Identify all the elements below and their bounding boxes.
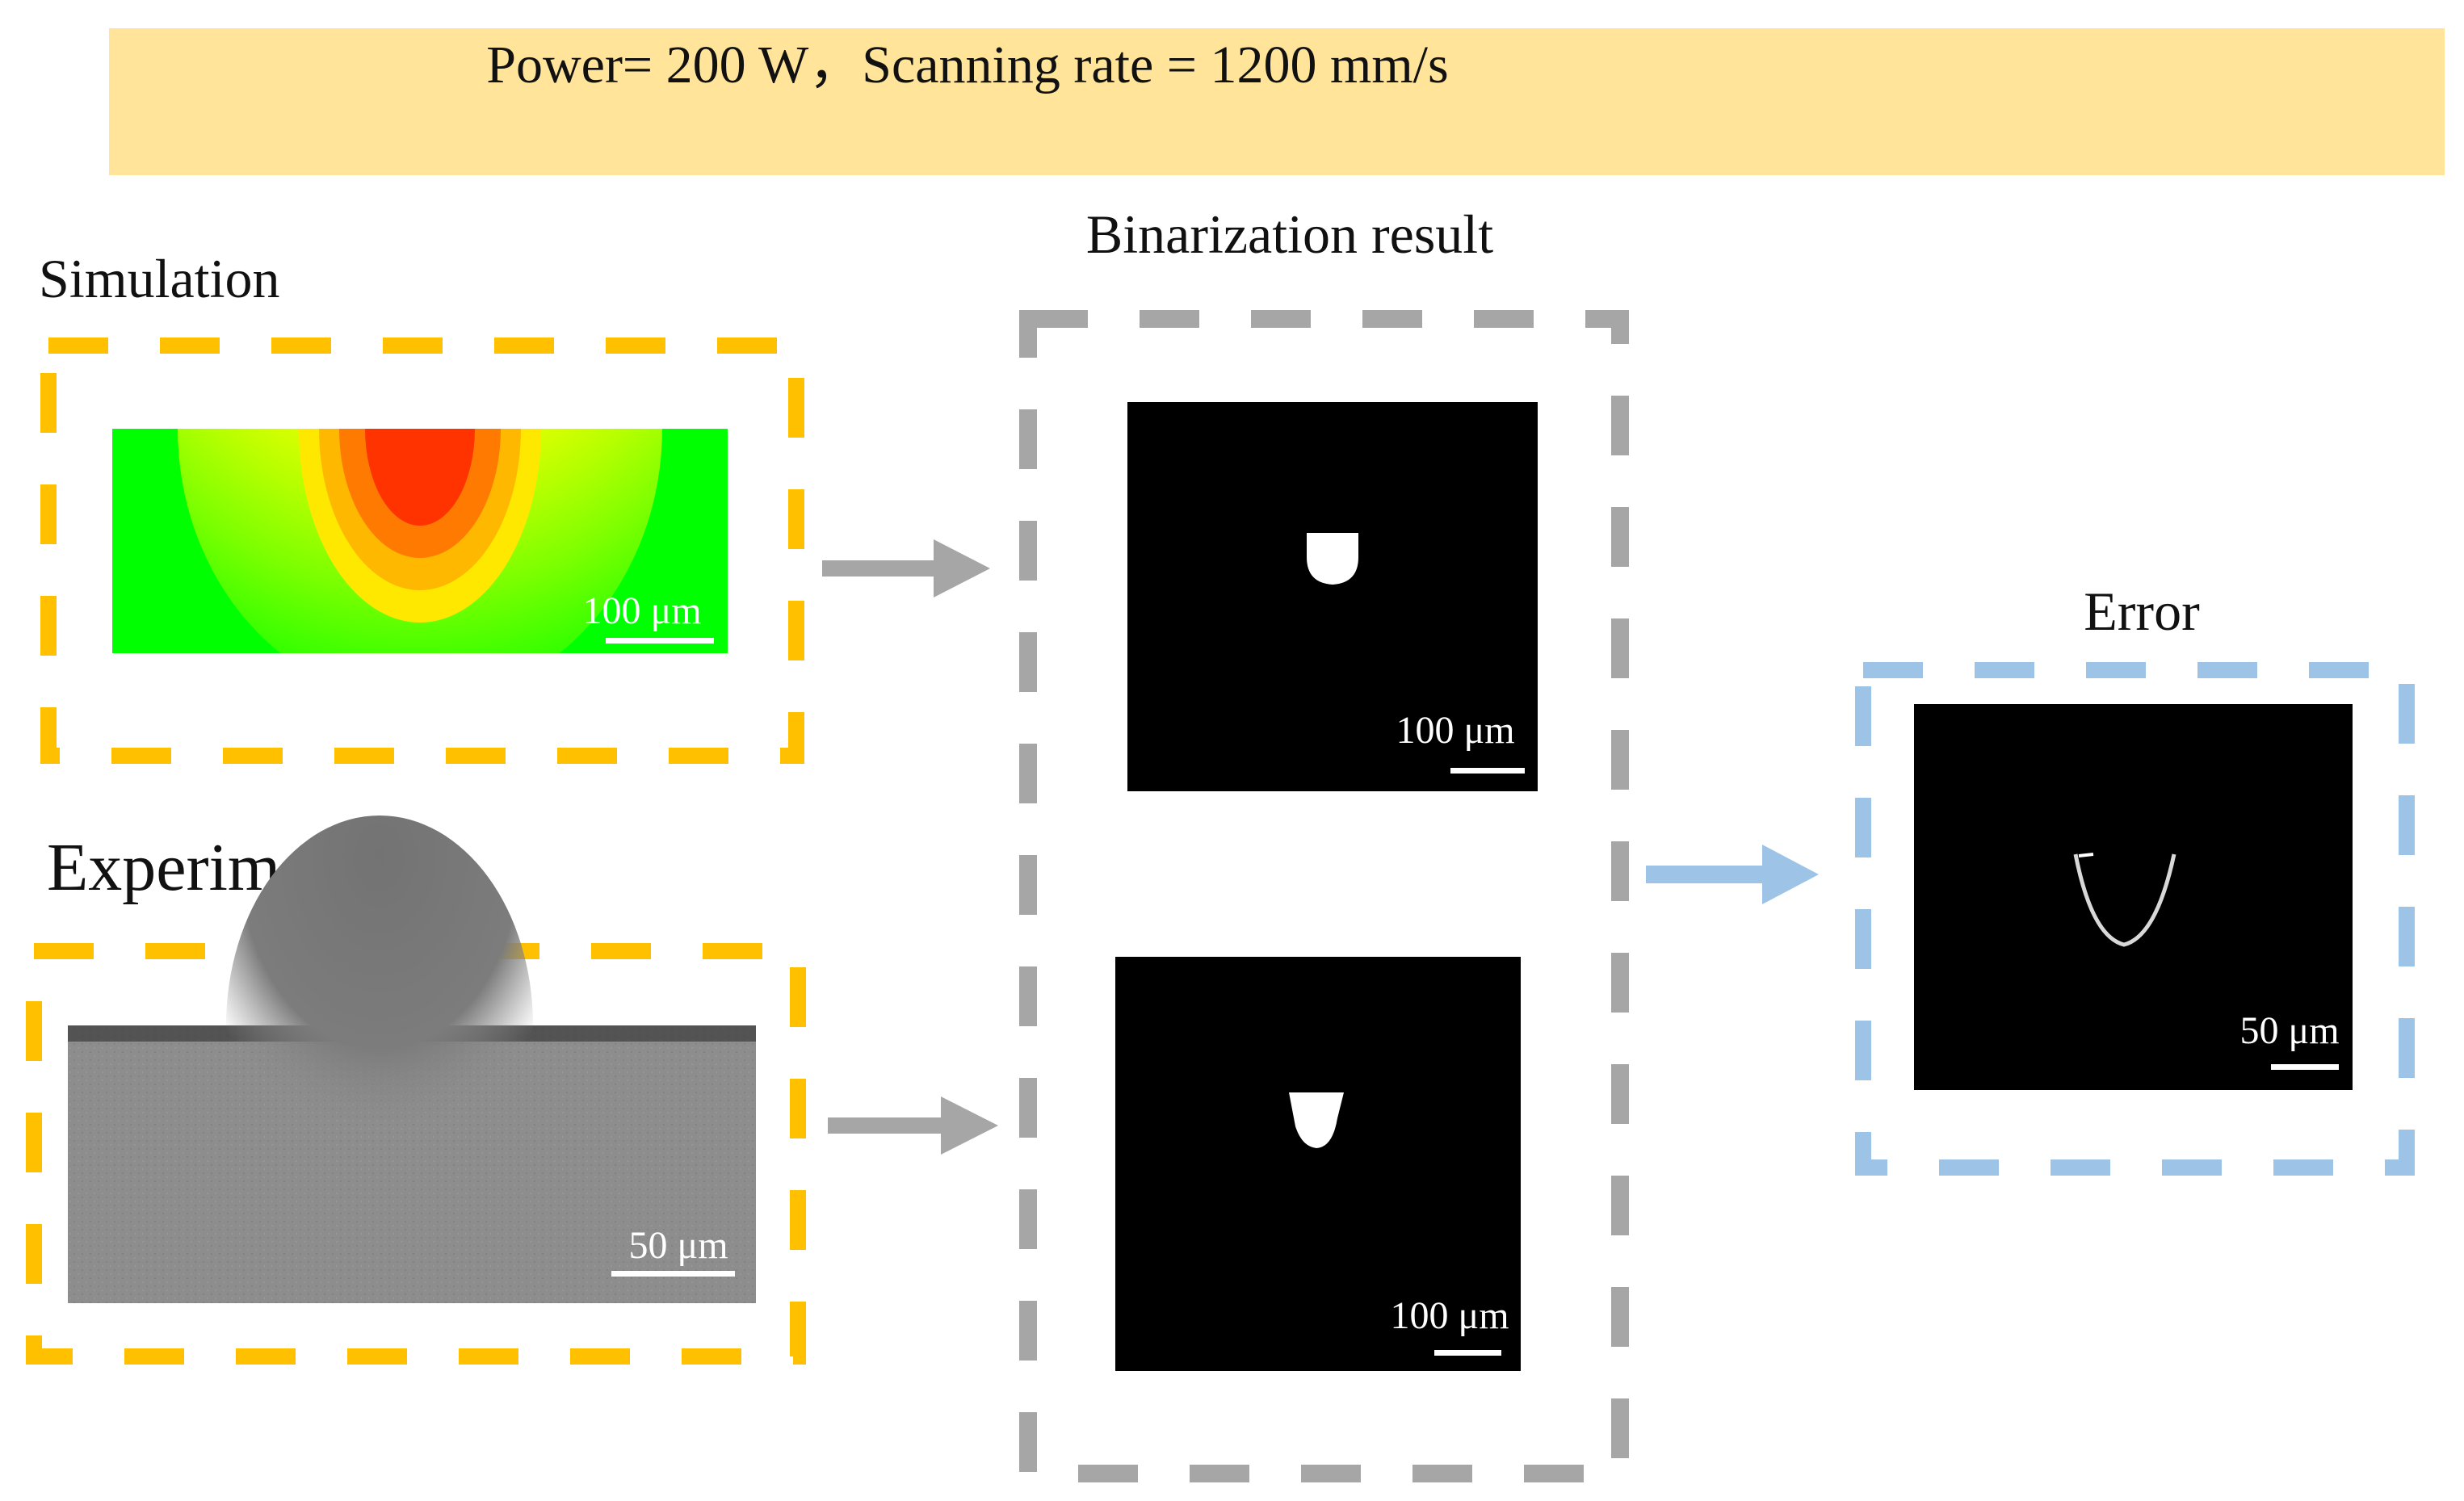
arrow-binarization-to-error [1646,845,1819,904]
arrow-simulation-to-binarization [822,539,990,597]
binarized-experiment-scale-bar [1434,1350,1501,1356]
parameter-header: Power= 200 W，Scanning rate = 1200 mm/s [109,28,2445,175]
binarized-simulation-scale-bar [1450,768,1525,774]
simulation-image: 100 μm [112,429,728,653]
experiment-scale-bar [611,1271,735,1277]
header-text: Power= 200 W，Scanning rate = 1200 mm/s [486,36,1448,94]
binarization-frame [1019,310,1629,1482]
simulation-label: Simulation [39,248,279,309]
arrow-experiment-to-binarization [828,1096,998,1155]
simulation-scale-bar [606,638,714,644]
binarized-simulation-scale-label: 100 μm [1396,709,1514,752]
error-image: 50 μm [1914,704,2353,1090]
error-scale-bar [2271,1064,2339,1070]
simulation-scale-label: 100 μm [582,589,701,632]
binarized-simulation-image: 100 μm [1127,402,1538,791]
binarized-experiment-image: 100 μm [1115,957,1521,1371]
error-scale-label: 50 μm [2239,1009,2339,1052]
simulation-frame [40,338,804,764]
binarized-experiment-scale-label: 100 μm [1390,1294,1509,1337]
header-band [109,28,2445,175]
error-label: Error [2084,581,2200,642]
error-frame [1855,662,2415,1176]
experiment-image: 50 μm [68,815,756,1303]
binarization-label: Binarization result [1086,203,1493,265]
experiment-scale-label: 50 μm [628,1224,728,1267]
